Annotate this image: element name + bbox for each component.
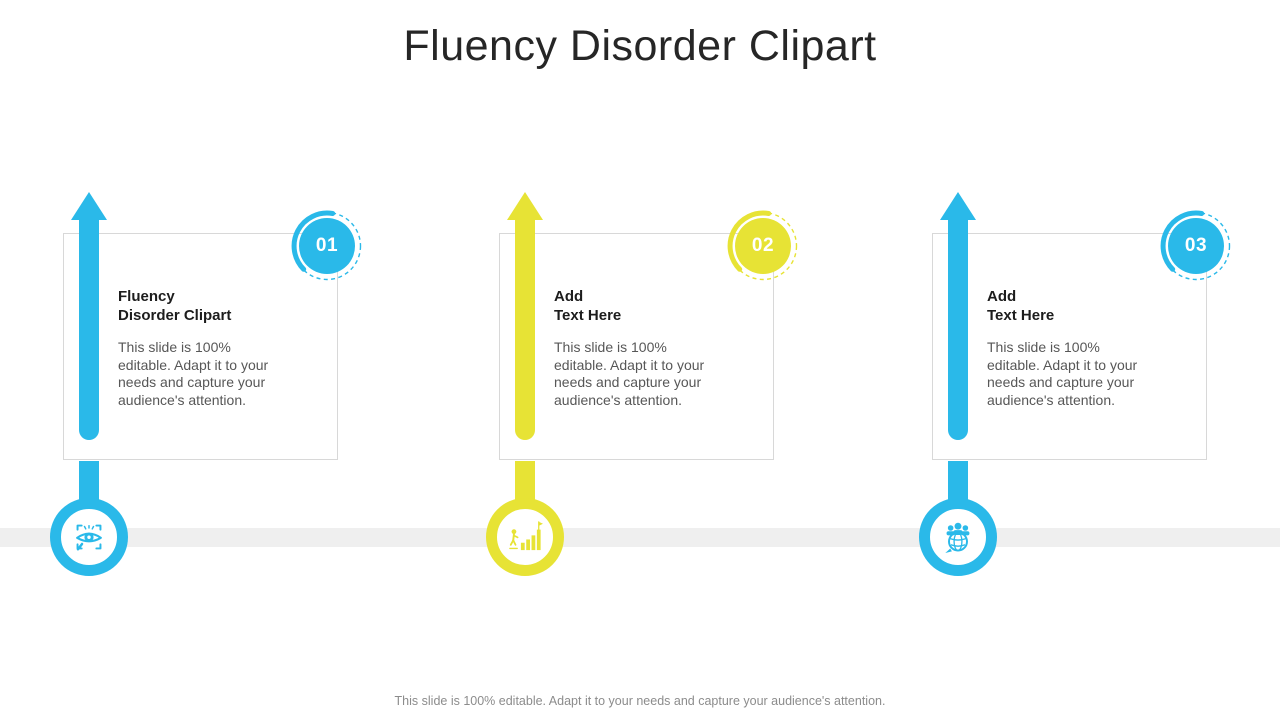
timeline-column-3: Add Text Here This slide is 100% editabl… bbox=[919, 190, 1242, 600]
badge-ring-icon bbox=[727, 210, 798, 281]
team-globe-icon bbox=[945, 522, 970, 553]
icon-circle bbox=[486, 498, 564, 576]
growth-chart-icon bbox=[509, 521, 543, 551]
card-heading: Add Text Here bbox=[554, 288, 622, 324]
content-card: Add Text Here This slide is 100% editabl… bbox=[932, 233, 1207, 460]
content-card: Add Text Here This slide is 100% editabl… bbox=[499, 233, 774, 460]
card-heading: Add Text Here bbox=[987, 288, 1055, 324]
arrow-stem bbox=[948, 219, 968, 440]
arrow-connector bbox=[79, 461, 99, 506]
step-number: 02 bbox=[735, 218, 791, 274]
card-body: This slide is 100% editable. Adapt it to… bbox=[118, 339, 269, 408]
arrow-connector bbox=[515, 461, 535, 506]
card-body: This slide is 100% editable. Adapt it to… bbox=[987, 339, 1138, 408]
icon-circle bbox=[50, 498, 128, 576]
badge-ring-icon bbox=[291, 210, 362, 281]
timeline-column-2: Add Text Here This slide is 100% editabl… bbox=[486, 190, 809, 600]
badge-ring-icon bbox=[1160, 210, 1231, 281]
arrow-stem bbox=[515, 219, 535, 440]
content-card: Fluency Disorder Clipart This slide is 1… bbox=[63, 233, 338, 460]
step-number: 01 bbox=[299, 218, 355, 274]
up-arrow-icon bbox=[507, 192, 543, 220]
icon-circle bbox=[919, 498, 997, 576]
card-heading: Fluency Disorder Clipart bbox=[118, 288, 232, 324]
card-body: This slide is 100% editable. Adapt it to… bbox=[554, 339, 705, 408]
up-arrow-icon bbox=[71, 192, 107, 220]
step-badge: 03 bbox=[1156, 206, 1236, 286]
step-number: 03 bbox=[1168, 218, 1224, 274]
vision-eye-icon bbox=[76, 524, 102, 551]
timeline-column-1: Fluency Disorder Clipart This slide is 1… bbox=[50, 190, 373, 600]
arrow-connector bbox=[948, 461, 968, 506]
arrow-stem bbox=[79, 219, 99, 440]
step-badge: 02 bbox=[723, 206, 803, 286]
step-badge: 01 bbox=[287, 206, 367, 286]
up-arrow-icon bbox=[940, 192, 976, 220]
slide-title: Fluency Disorder Clipart bbox=[403, 22, 877, 70]
footer-note: This slide is 100% editable. Adapt it to… bbox=[394, 694, 886, 708]
